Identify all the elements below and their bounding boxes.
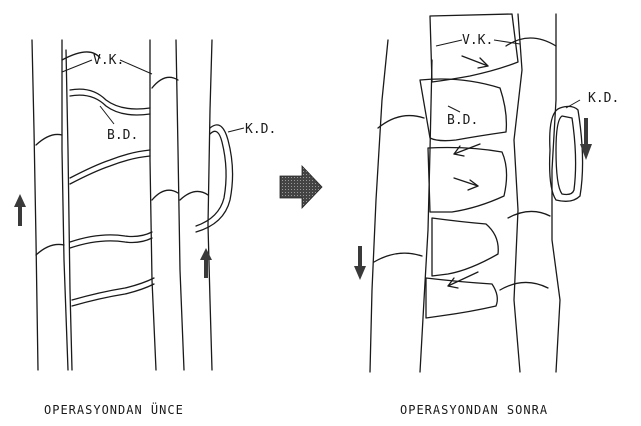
before-disc [72,284,154,306]
before-bd-leader [100,106,114,124]
after-vertebra-2 [420,79,506,141]
before-flow-arrow-up-left [14,194,26,226]
after-column-valve [500,282,548,290]
before-disc [70,95,150,115]
before-column-right-wall [150,40,156,370]
after-inner-arrow [462,56,488,66]
before-valve-curve [152,77,178,88]
before-disc [70,238,152,248]
after-column-right [514,14,522,372]
after-vertebra-3 [428,148,507,213]
after-vein-valve [378,116,424,128]
after-vertebra-bottom [426,278,497,318]
after-bd-label: B.D. [447,113,478,128]
after-flow-arrow-down-left [354,246,366,280]
after-bd-leader [448,106,460,112]
before-vein-valve [36,244,64,255]
before-bd-label: B.D. [107,128,138,143]
before-vessel-left-wall [176,40,184,370]
after-vk-leader [436,40,462,46]
after-diagram: V.K. B.D. K.D. OPERASYONDAN SONRA [354,14,619,417]
before-vk-leader-right [120,60,152,74]
after-kd-label: K.D. [588,91,619,106]
before-diagram: V.K. B.D. K.D. OPERASYONDAN ÜNCE [14,40,276,417]
before-vein-valve [36,134,62,145]
before-valve-curve [180,191,208,200]
after-vein-left-wall [370,40,388,372]
after-vertebra-top [430,14,518,82]
before-kd-label: K.D. [245,122,276,137]
before-vk-label: V.K. [93,53,124,68]
before-vessel-right-wall [208,40,212,370]
after-inner-arrow [454,178,478,186]
before-disc [70,150,150,178]
before-flow-arrow-up-right [200,248,212,278]
before-caption: OPERASYONDAN ÜNCE [44,401,184,417]
after-vein-valve [374,253,422,262]
after-collateral-vessel-inner [556,116,576,195]
before-kd-leader [228,128,244,132]
after-column-valve [508,211,550,218]
before-disc [70,89,150,109]
after-vertebra-4 [432,218,498,276]
after-vein-right-wall [420,60,432,372]
after-column-valve [506,38,556,46]
after-vk-label: V.K. [462,33,493,48]
transition-arrow [280,166,322,208]
before-collateral-vessel [196,131,226,226]
after-caption: OPERASYONDAN SONRA [400,403,548,417]
before-vein-left-wall [32,40,38,370]
before-valve-curve [152,190,178,200]
